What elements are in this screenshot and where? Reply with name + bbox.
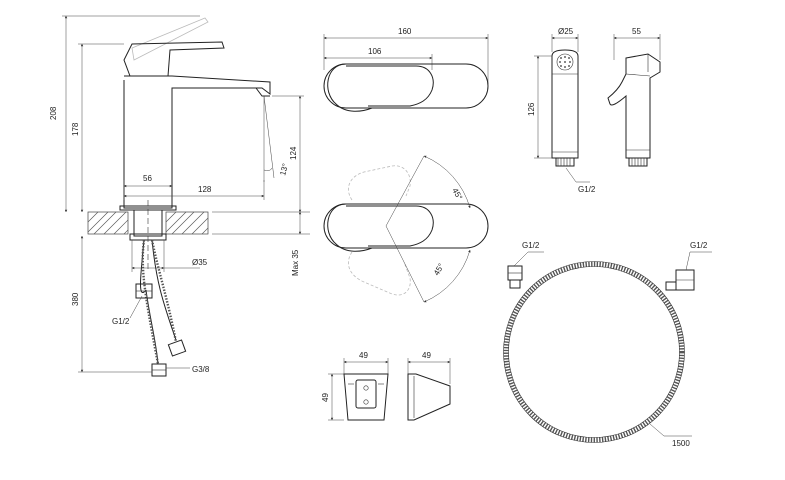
faucet-spout-angle-label: 13° xyxy=(278,162,290,176)
rotation-angle-down-label: 45° xyxy=(432,262,446,277)
faucet-height-total-label: 208 xyxy=(49,106,58,120)
holder-side-width-label: 49 xyxy=(422,351,431,360)
holder-side-view: 49 xyxy=(407,351,451,421)
faucet-base-width-label: 56 xyxy=(143,174,152,183)
hose-thread-left-label: G1/2 xyxy=(522,241,540,250)
handle-length-label: 106 xyxy=(368,47,382,56)
shower-head-side-view: 55 xyxy=(607,27,661,167)
faucet-reach-label: 128 xyxy=(198,185,212,194)
hose-length-label: 1500 xyxy=(672,439,690,448)
shower-side-depth-label: 55 xyxy=(632,27,641,36)
holder-front-width-label: 49 xyxy=(359,351,368,360)
hose-coil: G1/2 G1/2 1500 xyxy=(503,241,712,448)
shower-diameter-label: Ø25 xyxy=(558,27,574,36)
shower-thread-label: G1/2 xyxy=(578,185,596,194)
shower-length-label: 126 xyxy=(527,102,536,116)
holder-front-height-label: 49 xyxy=(321,393,330,402)
shower-head-front-view: Ø25 126 G1/2 xyxy=(527,27,596,194)
faucet-spout-drop-label: 124 xyxy=(289,146,298,160)
hole-diameter-label: Ø35 xyxy=(192,258,208,267)
hose-length-380-label: 380 xyxy=(71,292,80,306)
faucet-side-view: 208 178 124 13° 56 128 xyxy=(49,15,310,377)
holder-front-view: 49 49 xyxy=(321,351,389,421)
handle-overall-length-label: 160 xyxy=(398,27,412,36)
rotation-angle-up-label: 45° xyxy=(450,187,464,202)
handle-rotation-view: 45° 45° xyxy=(323,155,489,303)
handle-top-view: 160 106 xyxy=(323,27,489,112)
faucet-thread-upper-label: G1/2 xyxy=(112,317,130,326)
faucet-thread-lower-label: G3/8 xyxy=(192,365,210,374)
faucet-height-spout-label: 178 xyxy=(71,122,80,136)
countertop-max-label: Max 35 xyxy=(291,249,300,276)
hose-thread-right-label: G1/2 xyxy=(690,241,708,250)
